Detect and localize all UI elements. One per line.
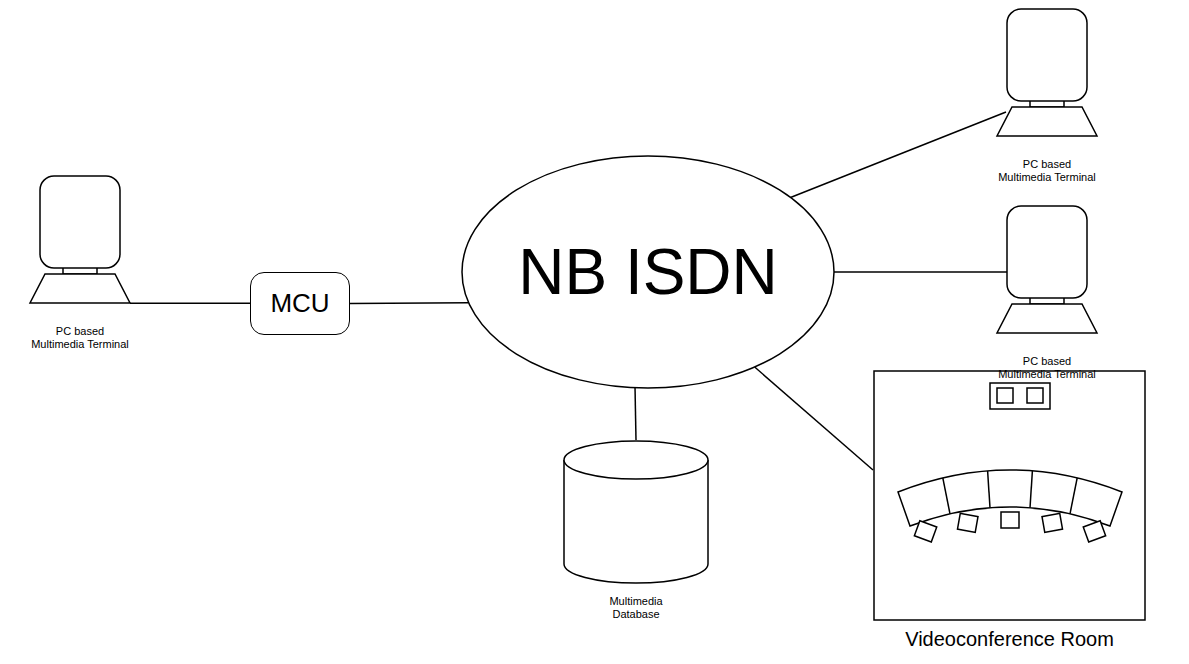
multimedia-terminal: PC based Multimedia Terminal (25, 175, 135, 351)
multimedia-terminal: PC based Multimedia Terminal (992, 8, 1102, 184)
node-label: NB ISDN (518, 234, 778, 311)
node-label: Videoconference Room (873, 627, 1146, 651)
monitor-screen (1007, 9, 1087, 101)
monitor-base (30, 274, 130, 303)
table-divider (1070, 478, 1077, 514)
node-label: PC based Multimedia Terminal (29, 325, 131, 351)
network-ellipse: NB ISDN (461, 155, 835, 389)
chair (914, 521, 936, 542)
screen (997, 388, 1013, 403)
database-cylinder (563, 440, 709, 584)
screen-unit (990, 383, 1050, 409)
chair (1083, 521, 1105, 542)
network-link (634, 388, 636, 440)
monitor-neck (1030, 101, 1064, 107)
node-label: MCU (270, 288, 329, 319)
chair (1001, 512, 1019, 528)
multimedia-terminal: PC based Multimedia Terminal (992, 205, 1102, 381)
screen (1027, 388, 1043, 403)
monitor-neck (1030, 298, 1064, 304)
network-link (350, 302, 469, 304)
table-divider (988, 471, 990, 508)
network-link (755, 367, 873, 470)
ellipse-shape (462, 156, 834, 388)
videoconference-room: Videoconference Room (873, 370, 1146, 651)
database-node: Multimedia Database (563, 440, 709, 621)
terminal-icon (25, 175, 135, 305)
terminal-icon (992, 8, 1102, 138)
monitor-screen (40, 176, 120, 268)
network-link (790, 112, 1006, 197)
network-link (130, 303, 250, 305)
monitor-base (997, 107, 1097, 136)
room-frame (874, 371, 1145, 620)
table-divider (943, 478, 950, 514)
chair (1042, 513, 1063, 532)
node-label: PC based Multimedia Terminal (996, 355, 1098, 381)
network-link (834, 271, 1007, 273)
process-box: MCU (250, 272, 350, 335)
node-label: PC based Multimedia Terminal (996, 158, 1098, 184)
cylinder-top (564, 441, 708, 479)
room-illustration (873, 370, 1146, 622)
table-divider (1030, 471, 1032, 508)
monitor-screen (1007, 206, 1087, 298)
chair (957, 513, 978, 532)
monitor-neck (63, 268, 97, 274)
terminal-icon (992, 205, 1102, 335)
monitor-base (997, 304, 1097, 333)
node-label: Multimedia Database (605, 595, 667, 621)
